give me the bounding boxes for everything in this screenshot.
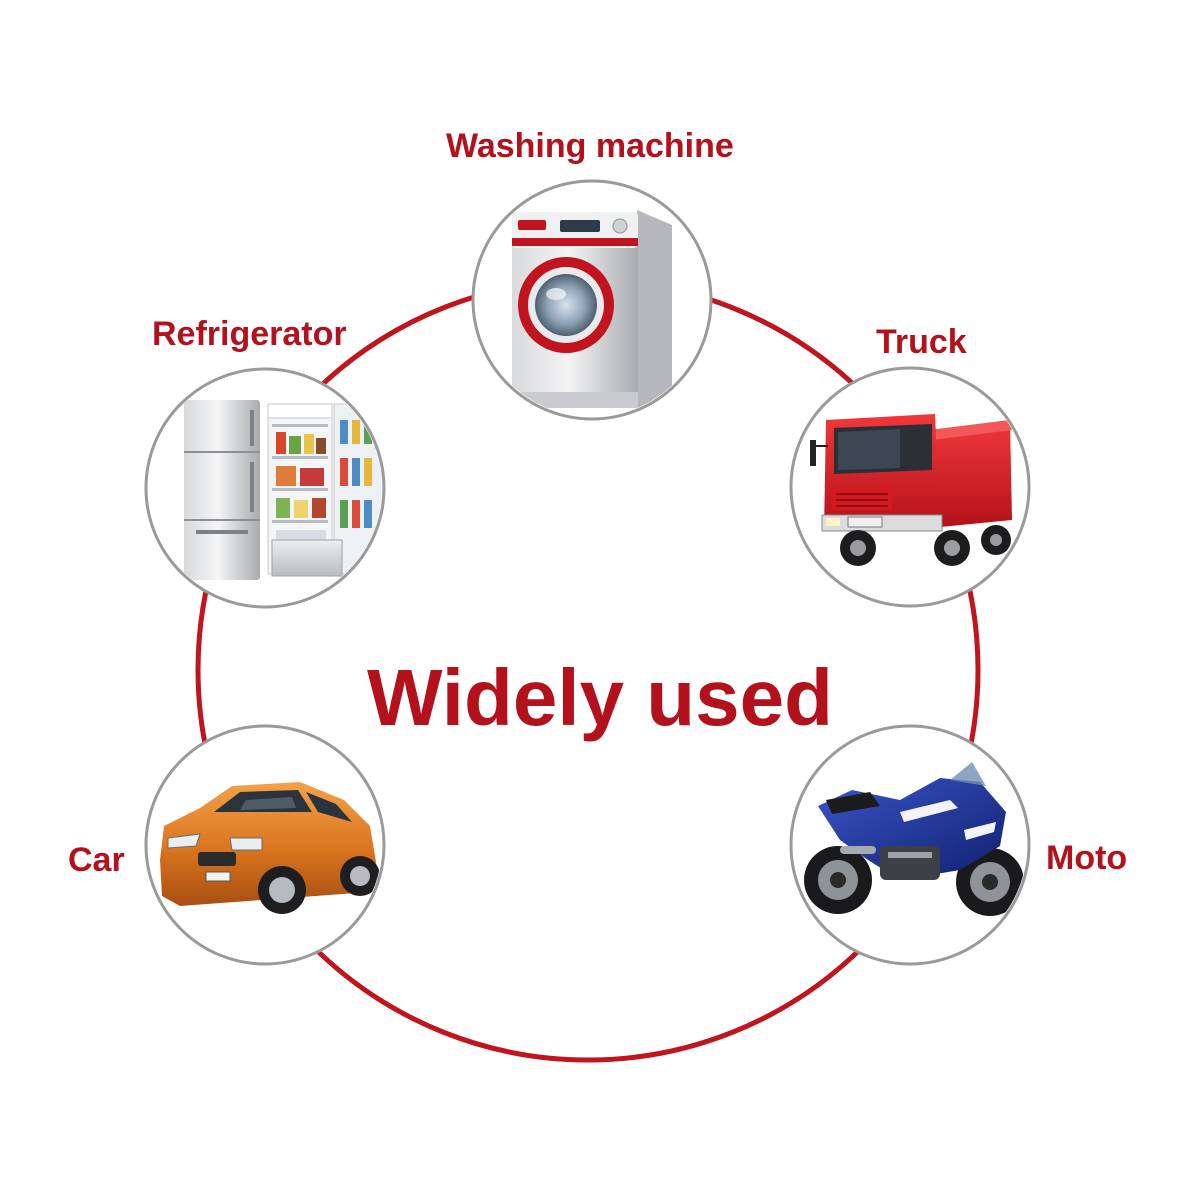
truck-icon [810,414,1012,566]
label-truck: Truck [876,323,967,361]
washing-machine-icon [512,210,672,408]
car-node [144,724,386,966]
label-refrigerator: Refrigerator [152,315,347,353]
refrigerator-icon [184,400,382,580]
label-car: Car [68,841,125,879]
label-washing-machine: Washing machine [446,127,734,165]
truck-node [789,366,1031,608]
washing-machine-node [471,179,713,421]
label-moto: Moto [1046,839,1128,877]
moto-node [789,724,1031,966]
fridge-door-bottles [340,420,372,528]
fridge-shelves [272,424,328,554]
center-title: Widely used [366,653,834,742]
car-icon [160,782,380,914]
refrigerator-node [144,367,386,609]
motorcycle-icon [804,762,1024,916]
